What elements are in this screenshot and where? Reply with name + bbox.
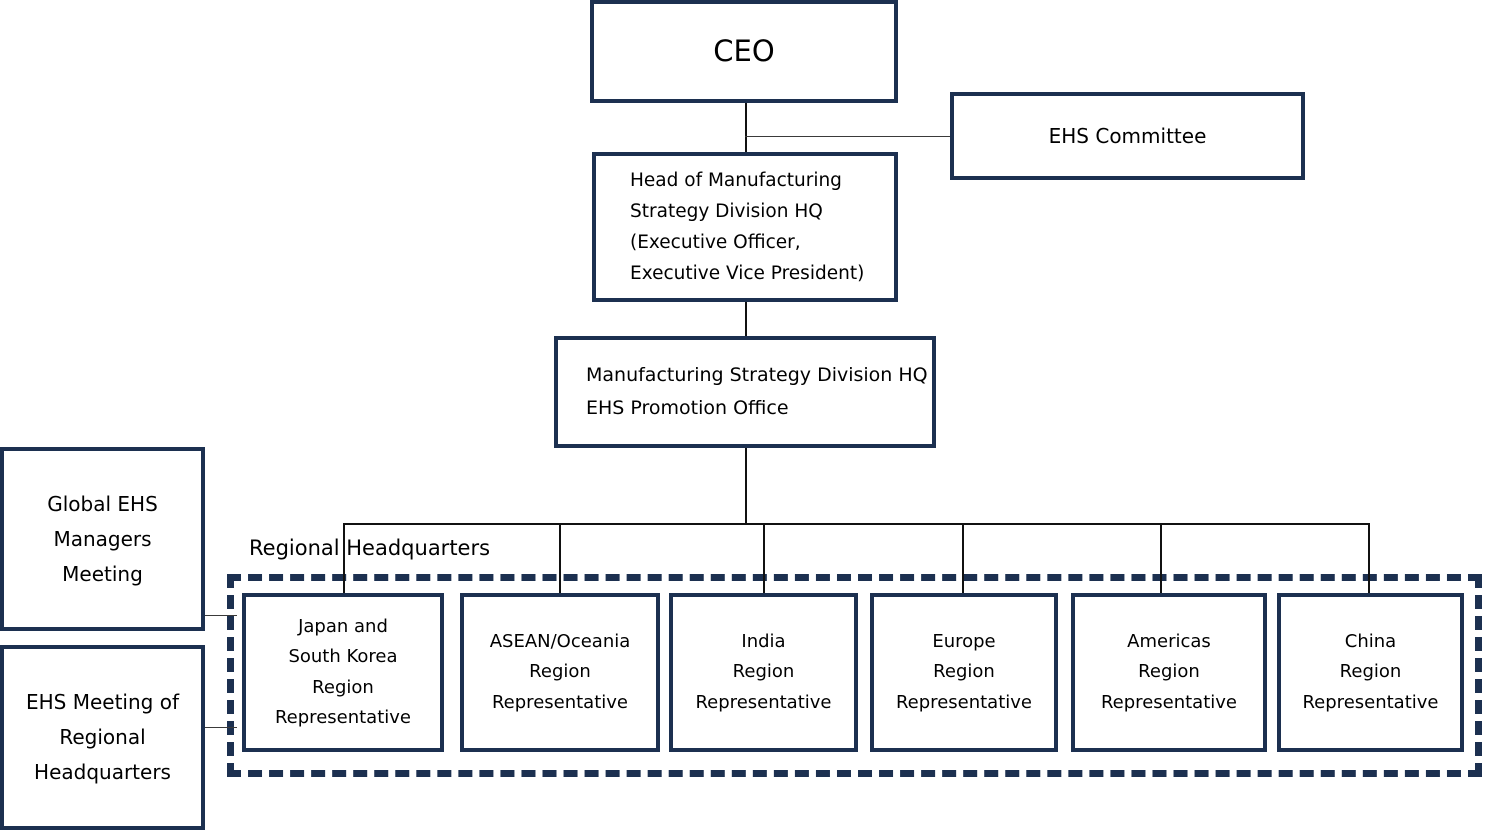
node-head-of-manufacturing[interactable]: Head of Manufacturing Strategy Division … bbox=[592, 152, 898, 302]
node-region-asean-oceania[interactable]: ASEAN/Oceania Region Representative bbox=[460, 593, 660, 752]
node-ceo-label: CEO bbox=[713, 34, 775, 69]
node-ehs-meeting-of-regional-headquarters-label: EHS Meeting of Regional Headquarters bbox=[26, 690, 179, 784]
connector-drop-americas bbox=[1160, 523, 1162, 595]
node-ehs-promotion-office[interactable]: Manufacturing Strategy Division HQ EHS P… bbox=[554, 336, 936, 448]
node-ceo[interactable]: CEO bbox=[590, 0, 898, 103]
node-region-americas[interactable]: Americas Region Representative bbox=[1071, 593, 1267, 752]
connector-promotion-to-bus bbox=[745, 448, 747, 525]
node-region-china[interactable]: China Region Representative bbox=[1277, 593, 1464, 752]
connector-head-to-promotion bbox=[745, 302, 747, 338]
connector-ceo-to-ehs-committee bbox=[745, 136, 952, 137]
node-ehs-committee[interactable]: EHS Committee bbox=[950, 92, 1305, 180]
connector-drop-india bbox=[763, 523, 765, 595]
connector-ceo-to-head bbox=[745, 103, 747, 155]
connector-global-ehs-to-regional-group bbox=[205, 615, 237, 616]
node-region-americas-label: Americas Region Representative bbox=[1100, 631, 1237, 713]
node-global-ehs-managers-meeting[interactable]: Global EHS Managers Meeting bbox=[0, 447, 205, 631]
node-region-japan-south-korea-label: Japan and South Korea Region Representat… bbox=[274, 616, 411, 728]
node-ehs-promotion-office-label: Manufacturing Strategy Division HQ EHS P… bbox=[586, 363, 928, 419]
connector-ehs-meeting-to-regional-group bbox=[205, 727, 237, 728]
node-region-europe[interactable]: Europe Region Representative bbox=[870, 593, 1058, 752]
connector-drop-asean-oceania bbox=[559, 523, 561, 595]
connector-drop-japan-south-korea bbox=[343, 523, 345, 595]
regional-headquarters-label: Regional Headquarters bbox=[249, 536, 491, 560]
node-region-china-label: China Region Representative bbox=[1302, 631, 1439, 713]
connector-regional-bus bbox=[343, 523, 1370, 525]
node-ehs-committee-label: EHS Committee bbox=[1048, 123, 1207, 148]
node-region-europe-label: Europe Region Representative bbox=[895, 631, 1032, 713]
node-region-india[interactable]: India Region Representative bbox=[669, 593, 858, 752]
node-region-asean-oceania-label: ASEAN/Oceania Region Representative bbox=[489, 631, 631, 713]
regional-headquarters-group-outline bbox=[227, 574, 1482, 777]
node-region-japan-south-korea[interactable]: Japan and South Korea Region Representat… bbox=[242, 593, 444, 752]
connector-drop-china bbox=[1368, 523, 1370, 595]
node-head-of-manufacturing-label: Head of Manufacturing Strategy Division … bbox=[630, 169, 865, 285]
node-region-india-label: India Region Representative bbox=[695, 631, 832, 713]
node-global-ehs-managers-meeting-label: Global EHS Managers Meeting bbox=[47, 491, 158, 586]
node-ehs-meeting-of-regional-headquarters[interactable]: EHS Meeting of Regional Headquarters bbox=[0, 645, 205, 830]
connector-drop-europe bbox=[962, 523, 964, 595]
